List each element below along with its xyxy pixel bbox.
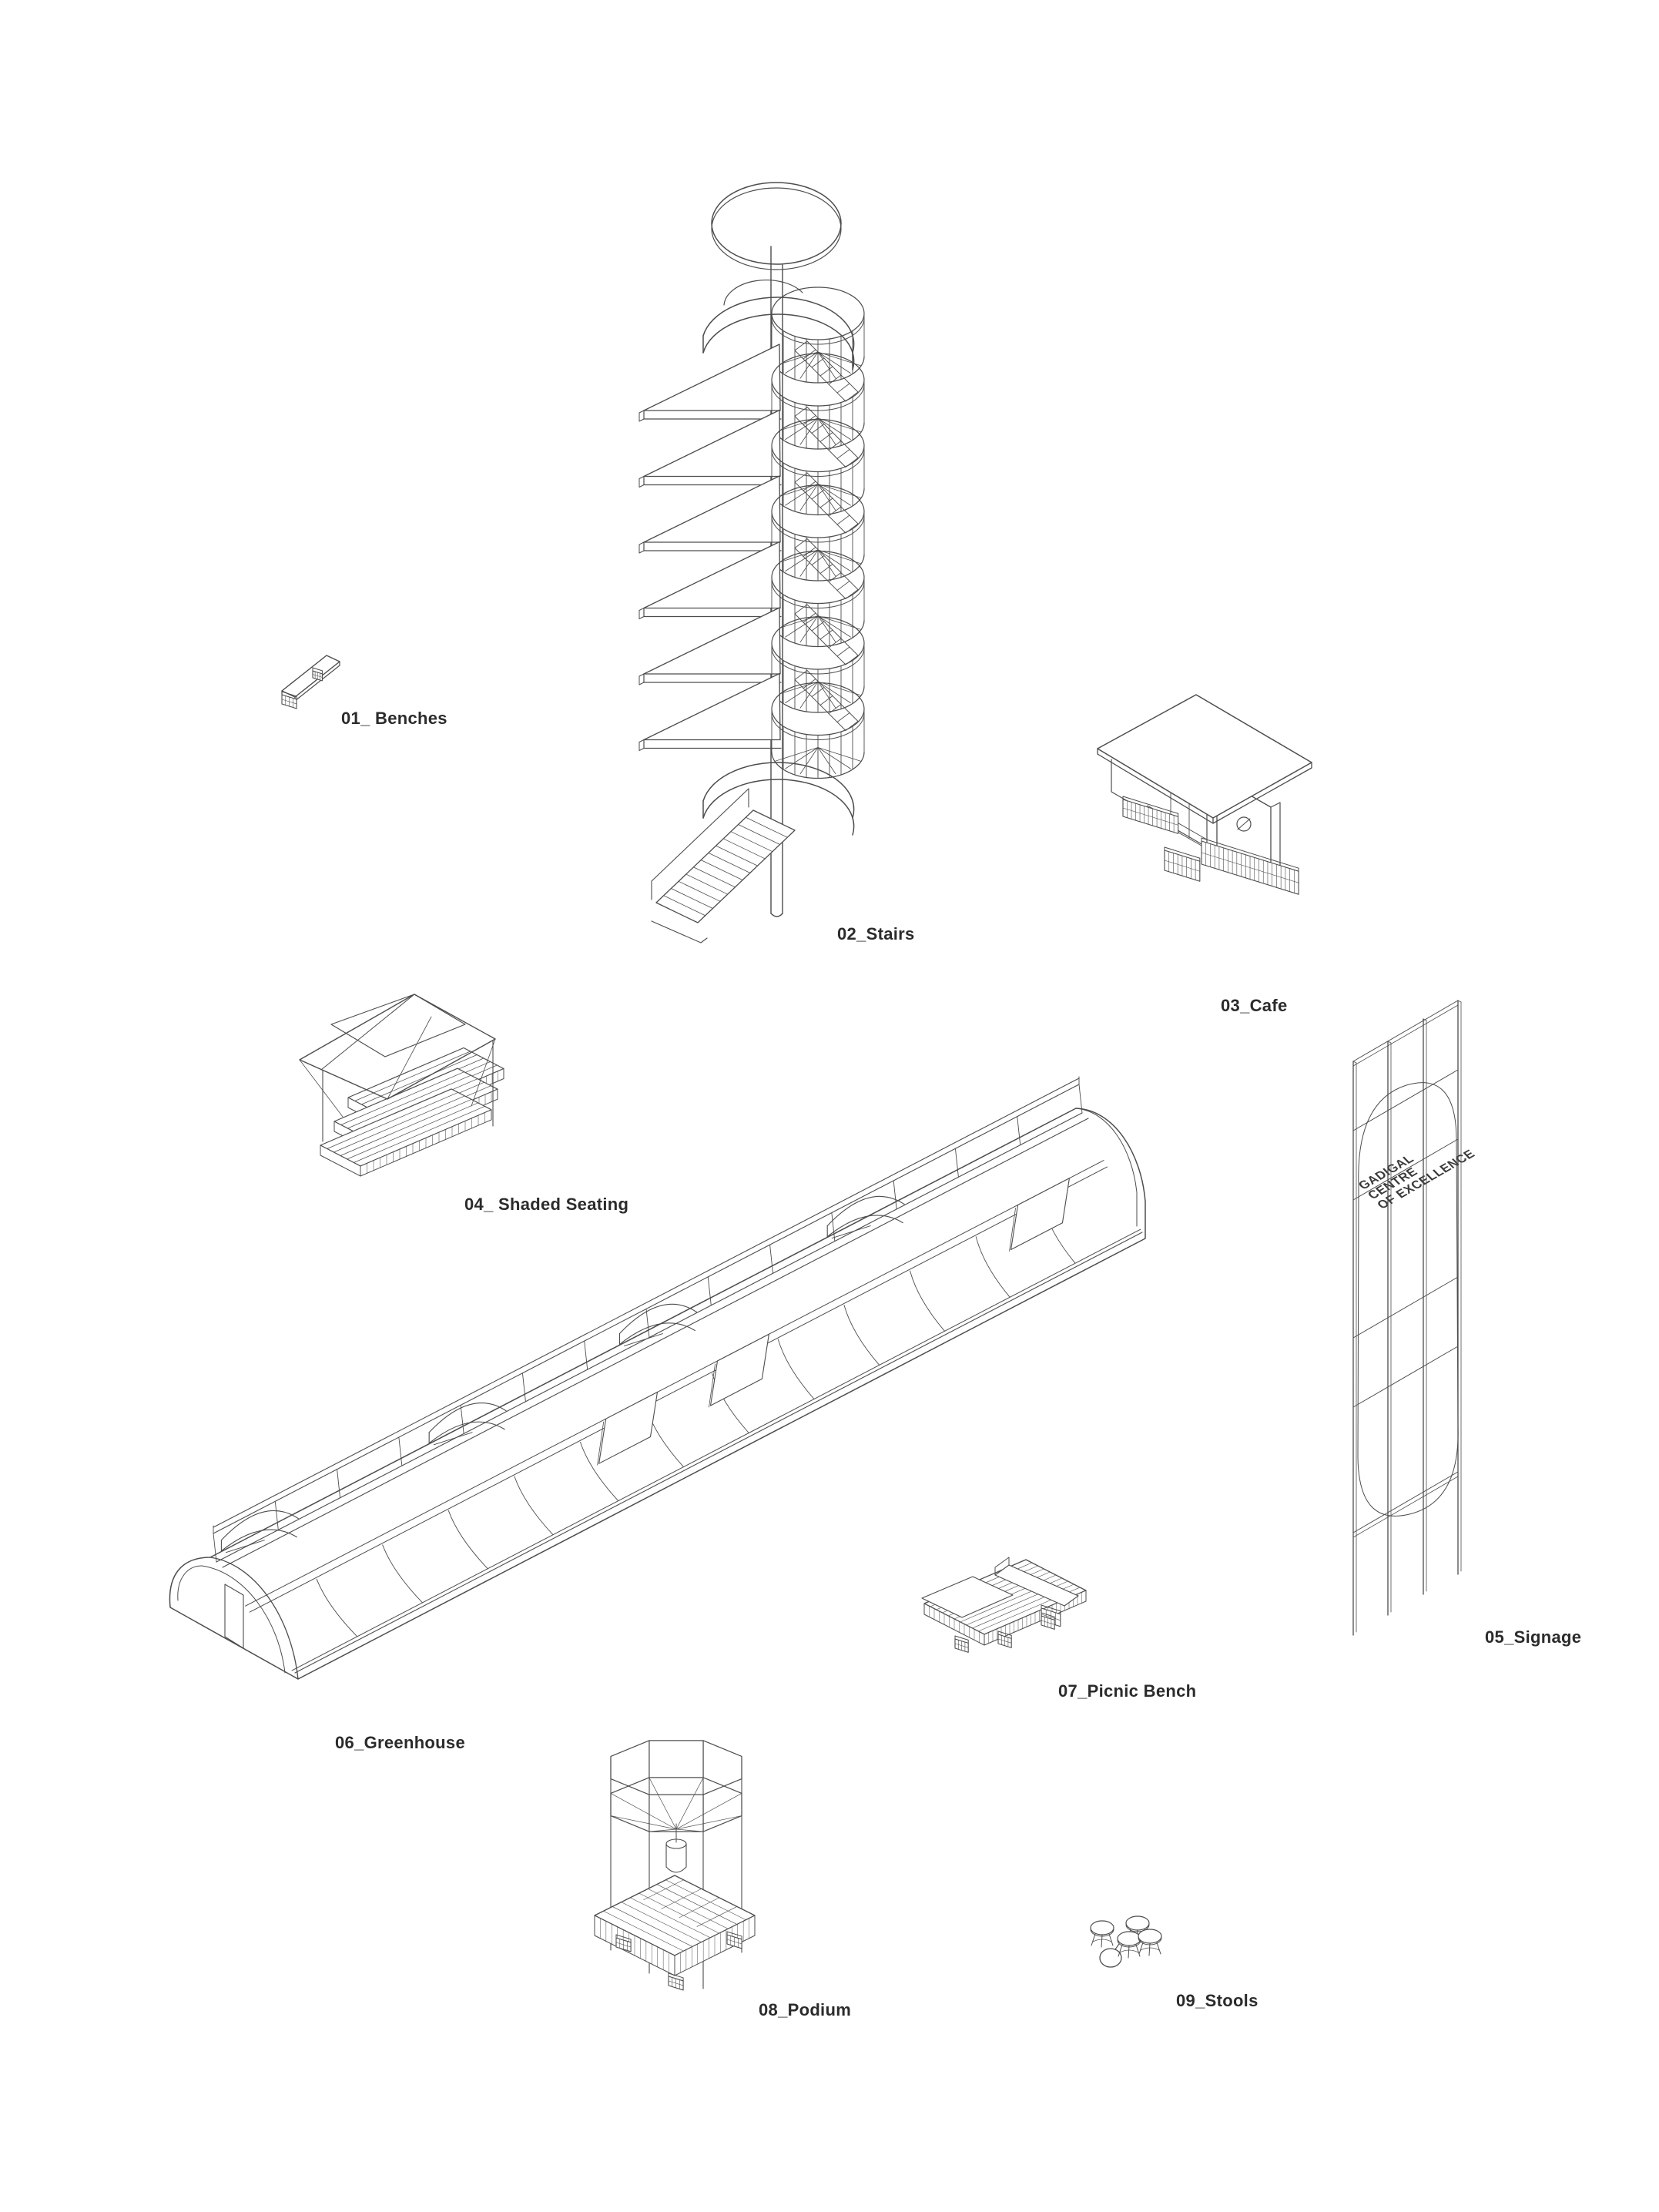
stairs-drawing <box>638 182 865 943</box>
shaded-seating-drawing <box>299 994 504 1177</box>
label-benches: 01_ Benches <box>341 709 447 728</box>
podium-drawing <box>594 1740 756 1991</box>
label-shaded-seating: 04_ Shaded Seating <box>464 1195 629 1214</box>
stools-drawing <box>1090 1915 1162 1968</box>
greenhouse-drawing <box>169 1076 1146 1680</box>
label-stools: 09_Stools <box>1176 1991 1258 2010</box>
signage-text: GADIGAL CENTRE OF EXCELLENCE <box>1356 1148 1478 1212</box>
picnic-bench-drawing <box>921 1557 1087 1653</box>
benches-drawing <box>281 655 340 709</box>
cafe-drawing <box>1097 694 1312 895</box>
label-greenhouse: 06_Greenhouse <box>335 1733 465 1752</box>
label-stairs: 02_Stairs <box>837 924 915 943</box>
label-picnic-bench: 07_Picnic Bench <box>1058 1681 1197 1701</box>
label-signage: 05_Signage <box>1485 1627 1582 1647</box>
label-podium: 08_Podium <box>759 2000 852 2019</box>
label-cafe: 03_Cafe <box>1221 996 1288 1015</box>
signage-drawing: GADIGAL CENTRE OF EXCELLENCE <box>1352 1000 1478 1636</box>
